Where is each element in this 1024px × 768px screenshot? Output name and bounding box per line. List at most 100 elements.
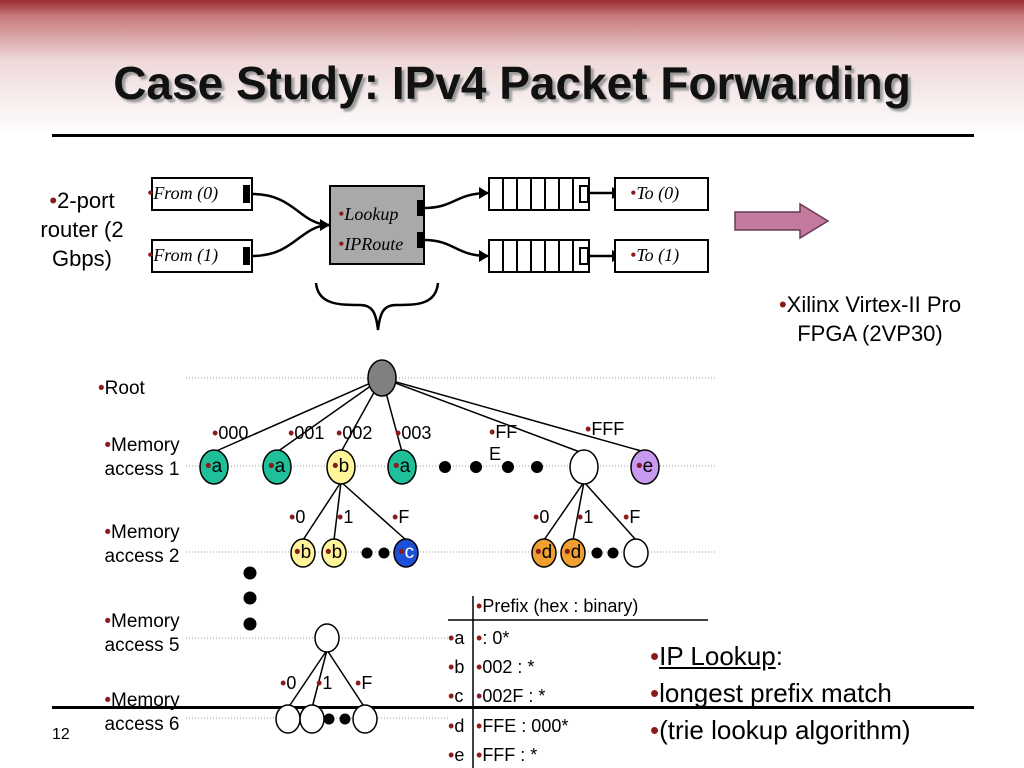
slide-title: Case Study: IPv4 Packet Forwarding [113,57,911,109]
row-value: FFF : * [482,745,538,765]
edge-text: 1 [322,673,333,693]
trie-node-level5 [314,623,340,653]
bullet: • [393,456,400,477]
edge-label: •0 [289,507,305,528]
prefix-header-text: Prefix (hex : binary) [482,596,639,616]
bullet: • [294,542,301,563]
lookup-line-1: Lookup [344,204,399,224]
ellipsis-dots-level1 [439,461,543,473]
bullet: • [476,745,483,765]
trie-node-fff [630,449,660,485]
notes-block: •IP Lookup: •longest prefix match •(trie… [650,638,911,749]
bullet: • [395,423,402,443]
bullet: • [564,542,571,563]
edge-label: •F [392,507,409,528]
bullet: • [398,542,405,563]
edge-text: F [398,507,410,527]
bullet: • [289,507,296,527]
edge-text-2: E [489,444,502,464]
to-0-label: •To (0) [630,183,679,204]
prefix-table-header: •Prefix (hex : binary) [476,596,638,617]
bullet: • [147,183,154,203]
node-text: c [404,542,415,563]
page-number: 12 [52,726,70,743]
trie-node-0021 [321,538,347,568]
to-1-box [614,239,709,273]
bullet: • [332,456,339,477]
bullet: • [650,678,660,708]
row-value: 002 : * [482,657,535,677]
to-1-label: •To (1) [630,245,679,266]
to-1-text: To (1) [636,245,680,265]
fpga-line-1: Xilinx Virtex-II Pro [786,292,962,317]
row-key: b [454,657,465,677]
bullet: • [288,423,295,443]
trie-node-003 [387,449,417,485]
trie-root-node [367,359,397,397]
bullet: • [316,673,323,693]
bullet: • [104,435,112,456]
router-desc-line-1: 2-port [57,188,115,213]
mem6-line2: access 6 [104,714,180,735]
bullet: • [336,423,343,443]
footer-rule [52,706,974,709]
colon: : [775,641,783,671]
node-text: d [570,542,582,563]
node-text: d [541,542,553,563]
trie-node-ffe [569,449,599,485]
ellipsis-dots-level6 [323,713,351,725]
bullet: • [205,456,212,477]
table-row: •002F : * [476,684,545,708]
edge-text: 1 [583,507,594,527]
mem1-line1: Memory [111,435,180,456]
row-key: c [454,686,464,706]
bullet: • [392,507,399,527]
bullet: • [577,507,584,527]
fpga-line-2: FPGA (2VP30) [797,321,943,346]
bullet: • [533,507,540,527]
bullet: • [104,522,112,543]
node-label: •d [564,542,581,564]
node-text: a [274,456,286,477]
row-key: a [454,628,465,648]
bullet: • [650,641,660,671]
from-0-label: •From (0) [147,183,218,204]
edge-label: •1 [337,507,353,528]
lookup-brace [314,282,440,331]
node-label: •a [268,456,285,478]
ellipsis-dots-vertical [243,566,257,631]
bullet: • [630,245,637,265]
node-text: b [300,542,312,563]
bullet: • [636,456,643,477]
edge-text: 003 [401,423,432,443]
bullet: • [212,423,219,443]
edge-label: •F [623,507,640,528]
edge-label: •0 [280,673,296,694]
node-text: a [399,456,411,477]
router-desc-line-3: Gbps) [52,246,112,271]
lookup-box [329,185,425,265]
from-1-text: From (1) [153,245,219,265]
node-label: •a [393,456,410,478]
bullet: • [476,596,483,616]
bullet: • [650,715,660,745]
node-label: •a [205,456,222,478]
table-row: •c [448,684,463,708]
trie-node-000 [199,449,229,485]
bullet: • [448,745,455,765]
trie-node-ffe0 [531,538,557,568]
edge-label-002: •002 [336,423,372,444]
table-row: •a [448,626,464,650]
row-value: : 0* [482,628,510,648]
trie-node-002f [393,538,419,568]
edge-label-003: •003 [395,423,431,444]
edge-label: •F [355,673,372,694]
node-text: b [338,456,350,477]
level-root-label: •Root [98,378,145,400]
bullet: • [355,673,362,693]
edge-text: 002 [342,423,373,443]
lookup-label: •Lookup •IPRoute [338,199,417,259]
